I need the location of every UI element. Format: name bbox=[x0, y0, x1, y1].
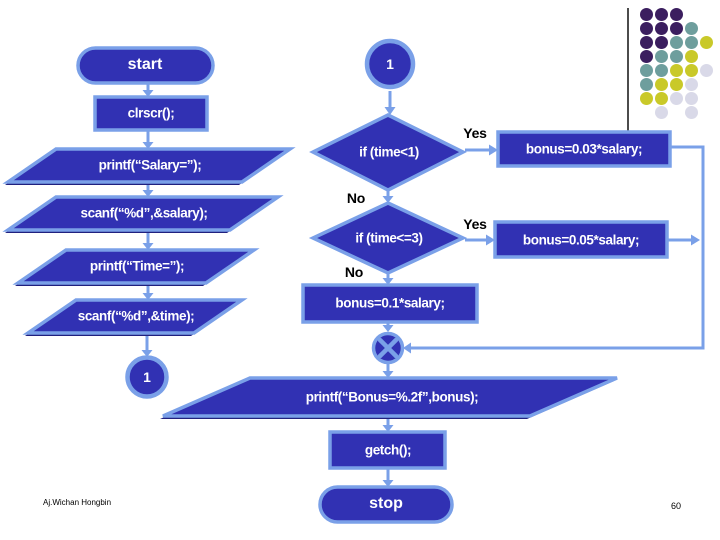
decor-dot bbox=[670, 50, 683, 63]
decor-dot bbox=[685, 106, 698, 119]
scanf-time-node-label: scanf(“%d”,&time); bbox=[77, 308, 195, 324]
decor-dot bbox=[655, 78, 668, 91]
bonus003-node-shape bbox=[496, 130, 672, 168]
decision2-label: if (time<=3) bbox=[355, 230, 423, 246]
printf-bonus-node-label: printf(“Bonus=%.2f”,bonus); bbox=[305, 389, 479, 405]
start-node-shape bbox=[76, 46, 215, 85]
decision1-shape bbox=[309, 113, 467, 192]
decor-dot bbox=[655, 36, 668, 49]
decor-dot bbox=[655, 8, 668, 21]
getch-node-shape bbox=[328, 430, 447, 470]
connector-bottom-shape bbox=[125, 355, 169, 399]
feedback-line-bonus003-junction bbox=[403, 145, 705, 354]
decor-dot bbox=[640, 64, 653, 77]
decor-dot bbox=[685, 64, 698, 77]
bonus01-node-label: bonus=0.1*salary; bbox=[335, 295, 445, 311]
decor-dot bbox=[685, 36, 698, 49]
printf-time-node-label: printf(“Time=”); bbox=[89, 258, 185, 274]
getch-node-label: getch(); bbox=[364, 442, 412, 458]
arrow-start-clrscr bbox=[142, 83, 154, 97]
decor-dot bbox=[670, 92, 683, 105]
decor-dot bbox=[685, 78, 698, 91]
yes-label-decision1: Yes bbox=[463, 125, 487, 141]
printf-salary-node-shape bbox=[2, 147, 296, 184]
decor-dot bbox=[670, 8, 683, 21]
decor-dot bbox=[670, 36, 683, 49]
arrow-junction-printf-bonus bbox=[382, 364, 394, 378]
no-label-decision1: No bbox=[346, 190, 366, 206]
decor-dot bbox=[670, 64, 683, 77]
connector-top-shape bbox=[364, 38, 416, 90]
decor-dot bbox=[685, 50, 698, 63]
decor-dot bbox=[655, 50, 668, 63]
decor-dot bbox=[670, 22, 683, 35]
printf-bonus-node-shape bbox=[162, 376, 618, 418]
bonus01-node-shape bbox=[301, 283, 479, 324]
bonus003-node-label: bonus=0.03*salary; bbox=[525, 141, 643, 157]
connector-bottom-label: 1 bbox=[143, 369, 151, 385]
decor-dot bbox=[700, 36, 713, 49]
clrscr-node-label: clrscr(); bbox=[127, 105, 175, 121]
decor-dot bbox=[700, 64, 713, 77]
scanf-salary-node-label: scanf(“%d”,&salary); bbox=[80, 205, 208, 221]
decor-dot bbox=[640, 36, 653, 49]
connector-top-label: 1 bbox=[386, 56, 394, 72]
page-number: 60 bbox=[671, 501, 682, 511]
decor-dot bbox=[640, 92, 653, 105]
stop-node-label: stop bbox=[369, 495, 403, 512]
arrow-connector1-decision1 bbox=[384, 91, 396, 115]
decor-dot bbox=[670, 78, 683, 91]
bonus005-node-shape bbox=[493, 220, 669, 259]
clrscr-node-shape bbox=[93, 95, 209, 132]
scanf-salary-node-shape bbox=[2, 195, 284, 232]
arrow-decision2-yes-bonus005 bbox=[465, 234, 495, 246]
junction-circle-x bbox=[371, 331, 405, 365]
arrow-decision1-yes-bonus003 bbox=[465, 144, 498, 156]
decor-dot bbox=[655, 64, 668, 77]
start-node-label: start bbox=[127, 56, 163, 73]
arrow-clrscr-printf-salary bbox=[142, 130, 154, 149]
decor-dot bbox=[655, 106, 668, 119]
decor-dot bbox=[685, 92, 698, 105]
decor-dot bbox=[640, 50, 653, 63]
decision2-shape bbox=[308, 201, 468, 275]
decor-dot bbox=[640, 22, 653, 35]
scanf-time-node-shape bbox=[22, 298, 248, 335]
bonus005-node-label: bonus=0.05*salary; bbox=[522, 232, 640, 248]
decor-dot bbox=[685, 22, 698, 35]
decor-dot bbox=[640, 78, 653, 91]
yes-label-decision2: Yes bbox=[463, 216, 487, 232]
decision1-label: if (time<1) bbox=[359, 144, 419, 160]
arrow-getch-stop bbox=[382, 468, 394, 487]
decor-dot bbox=[655, 92, 668, 105]
decor-dot bbox=[640, 8, 653, 21]
footer-author: Aj.Wichan Hongbin bbox=[43, 498, 112, 507]
printf-time-node-shape bbox=[12, 248, 260, 285]
arrow-scanf-time-connector1 bbox=[141, 333, 153, 357]
stop-node-shape bbox=[318, 485, 454, 524]
printf-salary-node-label: printf(“Salary=”); bbox=[98, 157, 202, 173]
no-label-decision2: No bbox=[344, 264, 364, 280]
decor-dot bbox=[655, 22, 668, 35]
arrow-bonus005-feedback-line bbox=[667, 234, 700, 246]
